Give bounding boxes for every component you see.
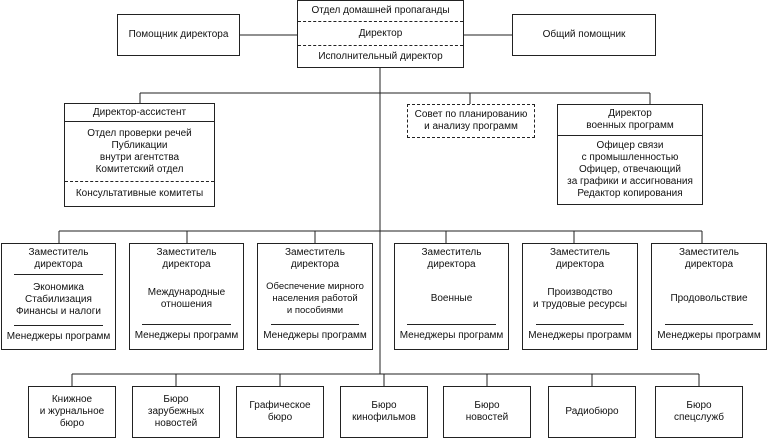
program-managers-label: Менеджеры программ (134, 330, 239, 341)
advisory-committees-label: Консультативные комитеты (65, 181, 214, 205)
deputy-box-5: Заместитель директора Производство и тру… (522, 243, 638, 350)
deputy-title: Заместитель директора (28, 247, 89, 270)
deputy-box-1: Заместитель директора Экономика Стабилиз… (1, 243, 116, 350)
bureau-box-5: Бюро новостей (443, 386, 531, 438)
deputy-box-4: Заместитель директора Военные Менеджеры … (394, 243, 509, 350)
bureau-label: Графическое бюро (249, 400, 311, 423)
program-managers-label: Менеджеры программ (399, 330, 504, 341)
assistant-director-label: Помощник директора (128, 29, 229, 40)
director-title: Директор (298, 21, 463, 45)
bureau-label: Бюро зарубежных новостей (147, 394, 205, 429)
bureau-box-6: Радиобюро (548, 386, 636, 438)
deputy-box-3: Заместитель директора Обеспечение мирног… (257, 243, 373, 350)
deputy-title: Заместитель директора (679, 247, 739, 270)
bureau-label: Бюро новостей (465, 400, 509, 423)
director-assistant-title: Директор-ассистент (92, 106, 187, 118)
program-managers-label: Менеджеры программ (6, 331, 111, 342)
deputy-box-6: Заместитель директора Продовольствие Мен… (651, 243, 767, 350)
deputy-title: Заместитель директора (285, 247, 345, 270)
general-assistant-label: Общий помощник (542, 29, 626, 40)
council-box: Совет по планированию и анализу программ (407, 104, 535, 138)
deputy-area: Военные (430, 293, 473, 304)
bureau-box-1: Книжное и журнальное бюро (28, 386, 116, 438)
deputy-area: Международные отношения (147, 287, 226, 310)
deputy-area: Продовольствие (670, 293, 748, 304)
director-assistant-units: Отдел проверки речей Публикации внутри а… (65, 121, 214, 181)
deputy-area: Экономика Стабилизация Финансы и налоги (16, 282, 101, 317)
deputy-title: Заместитель директора (421, 247, 482, 270)
deputy-area: Производство и трудовые ресурсы (532, 287, 628, 310)
department-name: Отдел домашней пропаганды (311, 5, 450, 16)
general-assistant-box: Общий помощник (512, 14, 656, 56)
bureau-box-2: Бюро зарубежных новостей (132, 386, 220, 438)
executive-director-title: Исполнительный директор (298, 45, 463, 67)
director-assistant-box: Директор-ассистент Отдел проверки речей … (64, 103, 215, 207)
council-label: Совет по планированию и анализу программ (414, 109, 528, 132)
military-programs-box: Директор военных программ Офицер связи с… (557, 104, 703, 205)
bureau-label: Радиобюро (565, 406, 619, 417)
military-programs-title: Директор военных программ (586, 108, 674, 131)
assistant-director-box: Помощник директора (117, 14, 240, 56)
military-programs-units: Офицер связи с промышленностью Офицер, о… (558, 135, 702, 204)
deputy-area: Обеспечение мирного населения работой и … (266, 281, 364, 316)
bureau-label: Бюро спецслужб (673, 400, 725, 423)
program-managers-label: Менеджеры программ (263, 330, 367, 341)
bureau-box-7: Бюро спецслужб (655, 386, 743, 438)
program-managers-label: Менеджеры программ (528, 330, 632, 341)
program-managers-label: Менеджеры программ (657, 330, 761, 341)
bureau-box-3: Графическое бюро (236, 386, 324, 438)
bureau-label: Книжное и журнальное бюро (39, 394, 105, 429)
deputy-title: Заместитель директора (156, 247, 217, 270)
deputy-title: Заместитель директора (550, 247, 610, 270)
bureau-box-4: Бюро кинофильмов (340, 386, 428, 438)
bureau-label: Бюро кинофильмов (352, 400, 416, 423)
top-office-box: Отдел домашней пропаганды Директор Испол… (297, 0, 464, 68)
deputy-box-2: Заместитель директора Международные отно… (129, 243, 244, 350)
